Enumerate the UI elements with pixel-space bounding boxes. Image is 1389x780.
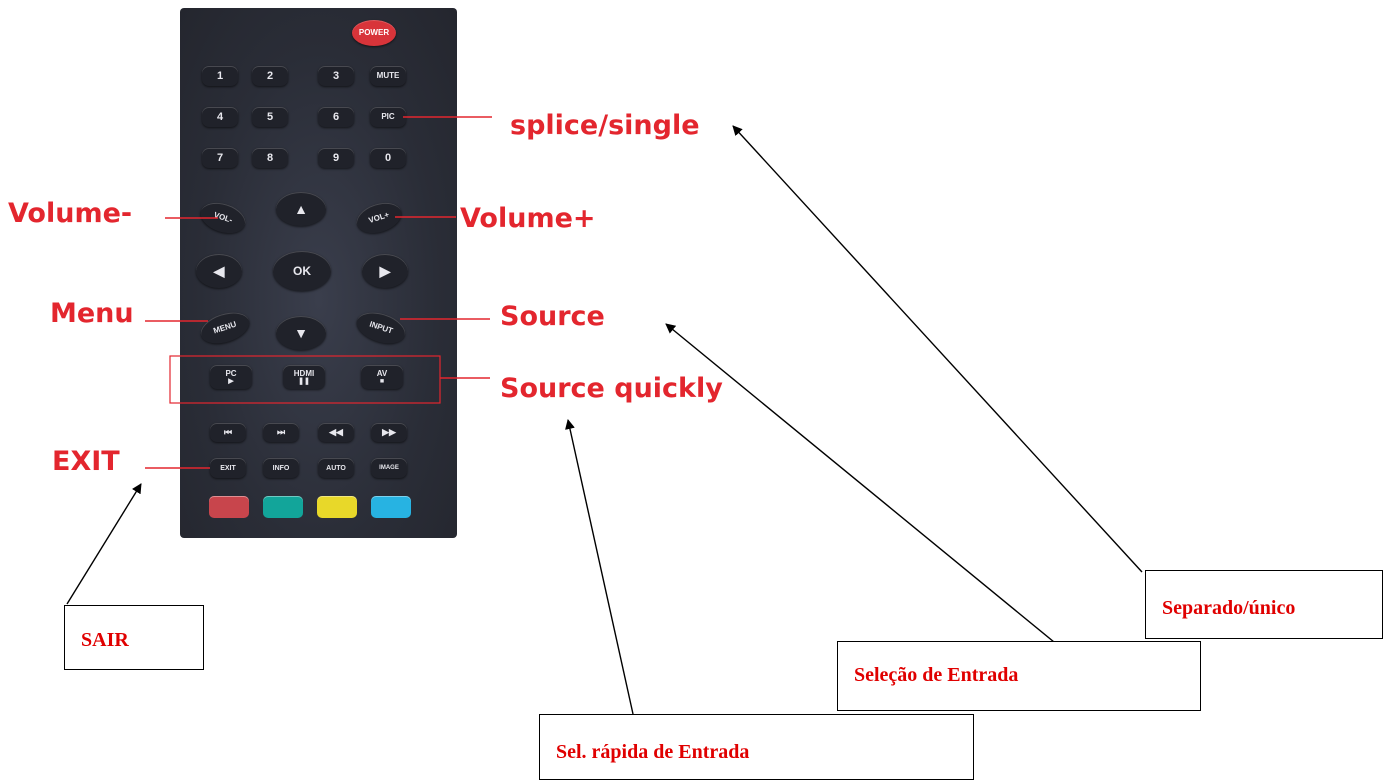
- stop-icon: ■: [379, 377, 385, 385]
- translation-sair: SAIR: [81, 629, 129, 651]
- key-1[interactable]: 1: [202, 66, 238, 86]
- yellow-button[interactable]: [317, 496, 357, 518]
- label-volume-plus: Volume+: [460, 203, 596, 234]
- label-exit: EXIT: [52, 446, 120, 477]
- red-button[interactable]: [209, 496, 249, 518]
- key-5[interactable]: 5: [252, 107, 288, 127]
- power-button[interactable]: POWER: [352, 20, 396, 46]
- down-arrow-button[interactable]: ▼: [276, 316, 326, 350]
- key-6[interactable]: 6: [318, 107, 354, 127]
- auto-button[interactable]: AUTO: [318, 458, 354, 478]
- av-button[interactable]: AV ■: [361, 365, 403, 389]
- left-arrow-button[interactable]: ◀: [196, 254, 242, 288]
- key-8[interactable]: 8: [252, 148, 288, 168]
- translation-box-selecao: Seleção de Entrada: [837, 641, 1201, 711]
- rewind-icon: ◀◀: [329, 427, 343, 437]
- skip-back-button[interactable]: ⏮: [210, 423, 246, 442]
- ok-button[interactable]: OK: [273, 251, 331, 291]
- translation-box-separado: Separado/único: [1145, 570, 1383, 639]
- image-button[interactable]: IMAGE: [371, 458, 407, 478]
- translation-sel-rapida: Sel. rápida de Entrada: [556, 741, 750, 763]
- arrow-selecao: [665, 323, 1055, 643]
- translation-selecao: Seleção de Entrada: [854, 664, 1019, 686]
- translation-separado: Separado/único: [1162, 597, 1296, 619]
- key-3[interactable]: 3: [318, 66, 354, 86]
- arrow-down-icon: ▼: [294, 325, 308, 341]
- mute-button[interactable]: MUTE: [370, 66, 406, 86]
- key-0[interactable]: 0: [370, 148, 406, 168]
- arrow-sair: [66, 483, 142, 605]
- pic-button[interactable]: PIC: [370, 107, 406, 127]
- label-source-quickly: Source quickly: [500, 373, 723, 404]
- label-menu: Menu: [50, 298, 134, 329]
- exit-button[interactable]: EXIT: [210, 458, 246, 478]
- source-quick-frame: [169, 355, 441, 404]
- up-arrow-button[interactable]: ▲: [276, 192, 326, 226]
- skip-forward-button[interactable]: ⏭: [263, 423, 299, 442]
- info-button[interactable]: INFO: [263, 458, 299, 478]
- skip-forward-icon: ⏭: [276, 427, 286, 437]
- arrow-right-icon: ▶: [379, 263, 391, 279]
- label-source: Source: [500, 301, 605, 332]
- key-9[interactable]: 9: [318, 148, 354, 168]
- rewind-button[interactable]: ◀◀: [318, 423, 354, 442]
- arrow-sel-rapida: [565, 419, 634, 715]
- arrow-up-icon: ▲: [294, 201, 308, 217]
- right-arrow-button[interactable]: ▶: [362, 254, 408, 288]
- translation-box-sel-rapida: Sel. rápida de Entrada: [539, 714, 974, 780]
- key-2[interactable]: 2: [252, 66, 288, 86]
- blue-button[interactable]: [371, 496, 411, 518]
- remote-control: POWER 1 2 3 MUTE 4 5 6 PIC 7 8 9 0 VOL- …: [180, 8, 457, 538]
- pause-icon: ❚❚: [298, 377, 310, 385]
- skip-back-icon: ⏮: [223, 427, 233, 437]
- arrow-left-icon: ◀: [213, 263, 225, 279]
- arrow-separado: [732, 125, 1143, 573]
- translation-box-sair: SAIR: [64, 605, 204, 670]
- av-label: AV: [376, 368, 388, 378]
- hdmi-label: HDMI: [293, 368, 315, 378]
- fast-forward-icon: ▶▶: [382, 427, 396, 437]
- green-button[interactable]: [263, 496, 303, 518]
- label-volume-minus: Volume-: [8, 198, 133, 229]
- key-4[interactable]: 4: [202, 107, 238, 127]
- hdmi-button[interactable]: HDMI ❚❚: [283, 365, 325, 389]
- pc-label: PC: [225, 368, 237, 378]
- pc-button[interactable]: PC ▶: [210, 365, 252, 389]
- key-7[interactable]: 7: [202, 148, 238, 168]
- label-splice-single: splice/single: [510, 110, 700, 141]
- play-icon: ▶: [228, 377, 234, 385]
- fast-forward-button[interactable]: ▶▶: [371, 423, 407, 442]
